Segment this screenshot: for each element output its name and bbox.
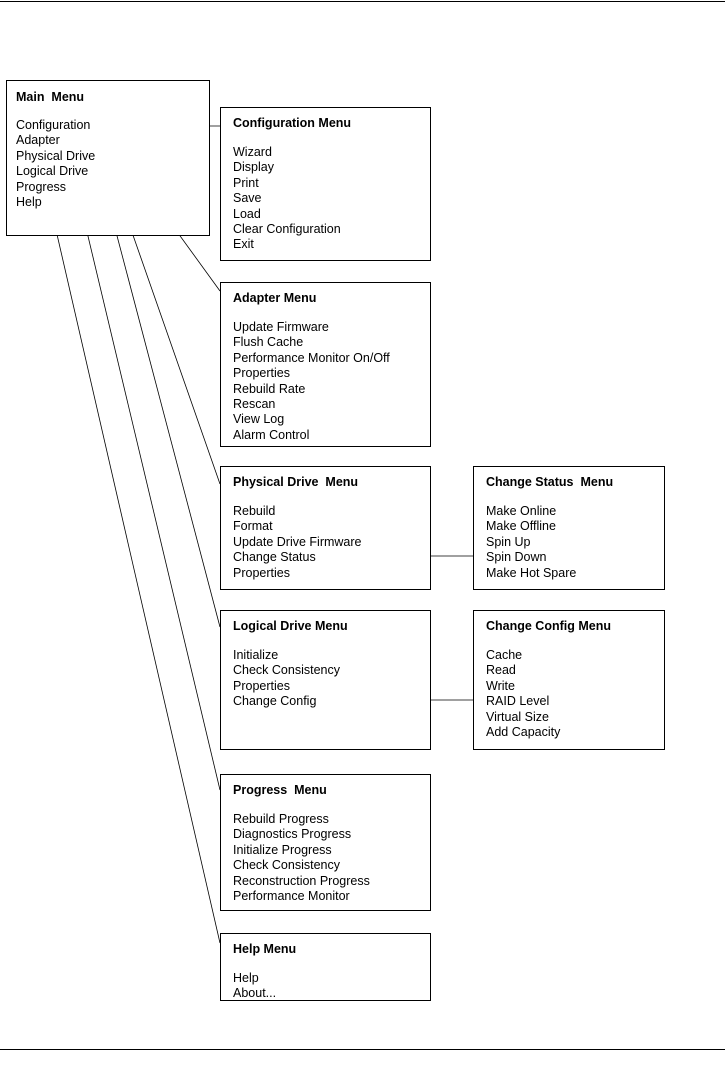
change-config-menu-item-virtual-size[interactable]: Virtual Size <box>486 709 549 724</box>
main-menu-box: Main Menu Configuration Adapter Physical… <box>6 80 210 236</box>
physical-drive-menu-title: Physical Drive Menu <box>233 475 359 489</box>
main-menu-list: Configuration Adapter Physical Drive Log… <box>16 118 199 210</box>
logical-drive-menu-item-properties[interactable]: Properties <box>233 678 290 693</box>
change-config-menu-item-add-capacity[interactable]: Add Capacity <box>486 725 561 740</box>
change-config-menu-title: Change Config Menu <box>486 619 611 633</box>
help-menu-title: Help Menu <box>233 942 297 956</box>
connector-help <box>49 203 221 944</box>
configuration-menu-title: Configuration Menu <box>233 116 352 130</box>
change-config-menu-item-read[interactable]: Read <box>486 663 516 678</box>
change-status-menu-item-spin-down[interactable]: Spin Down <box>486 550 547 565</box>
main-menu-title: Main Menu <box>16 90 85 104</box>
physical-drive-menu-item-change-status[interactable]: Change Status <box>233 550 316 565</box>
progress-menu-title: Progress Menu <box>233 783 327 797</box>
change-status-menu-item-make-hot-spare[interactable]: Make Hot Spare <box>486 565 577 580</box>
adapter-menu-item-alarm-control[interactable]: Alarm Control <box>233 427 310 442</box>
progress-menu-item-performance-monitor[interactable]: Performance Monitor <box>233 889 350 904</box>
logical-drive-menu-title: Logical Drive Menu <box>233 619 348 633</box>
progress-menu-box: Progress Menu Rebuild Progress Diagnosti… <box>220 774 431 911</box>
progress-menu-item-rebuild-progress[interactable]: Rebuild Progress <box>233 812 329 826</box>
configuration-menu-item-clear-configuration[interactable]: Clear Configuration <box>233 222 341 237</box>
physical-drive-menu-item-format[interactable]: Format <box>233 519 273 534</box>
adapter-menu-item-view-log[interactable]: View Log <box>233 412 285 427</box>
physical-drive-menu-item-rebuild[interactable]: Rebuild <box>233 504 276 518</box>
main-menu-item-help[interactable]: Help <box>16 195 42 210</box>
configuration-menu-item-load[interactable]: Load <box>233 206 261 221</box>
change-status-menu-box: Change Status Menu Make Online Make Offl… <box>473 466 665 590</box>
physical-drive-menu-list: Rebuild Format Update Drive Firmware Cha… <box>233 504 420 581</box>
progress-menu-list: Rebuild Progress Diagnostics Progress In… <box>233 812 420 904</box>
connector-logical-drive <box>100 174 221 628</box>
main-menu-item-progress[interactable]: Progress <box>16 179 67 194</box>
help-menu-list: Help About... <box>233 971 420 1002</box>
change-status-menu-item-spin-up[interactable]: Spin Up <box>486 534 531 549</box>
main-menu-item-physical-drive[interactable]: Physical Drive <box>16 148 96 163</box>
change-config-menu-item-cache[interactable]: Cache <box>486 648 523 662</box>
logical-drive-menu-list: Initialize Check Consistency Properties … <box>233 648 420 710</box>
logical-drive-menu-item-check-consistency[interactable]: Check Consistency <box>233 663 340 678</box>
configuration-menu-item-display[interactable]: Display <box>233 160 274 175</box>
connector-progress <box>76 189 221 791</box>
main-menu-item-logical-drive[interactable]: Logical Drive <box>16 164 89 179</box>
progress-menu-item-diagnostics-progress[interactable]: Diagnostics Progress <box>233 827 352 842</box>
adapter-menu-list: Update Firmware Flush Cache Performance … <box>233 320 420 443</box>
change-config-menu-list: Cache Read Write RAID Level Virtual Size… <box>486 648 654 740</box>
physical-drive-menu-item-update-drive-firmware[interactable]: Update Drive Firmware <box>233 534 362 549</box>
adapter-menu-item-rescan[interactable]: Rescan <box>233 397 276 412</box>
help-menu-box: Help Menu Help About... <box>220 933 431 1001</box>
main-menu-item-adapter[interactable]: Adapter <box>16 133 60 148</box>
physical-drive-menu-item-properties[interactable]: Properties <box>233 565 290 580</box>
configuration-menu-box: Configuration Menu Wizard Display Print … <box>220 107 431 261</box>
adapter-menu-item-properties[interactable]: Properties <box>233 366 290 381</box>
change-config-menu-item-raid-level[interactable]: RAID Level <box>486 694 550 709</box>
change-status-menu-title: Change Status Menu <box>486 475 614 489</box>
progress-menu-item-check-consistency[interactable]: Check Consistency <box>233 858 340 873</box>
main-menu-item-configuration[interactable]: Configuration <box>16 118 91 132</box>
adapter-menu-item-rebuild-rate[interactable]: Rebuild Rate <box>233 381 306 396</box>
logical-drive-menu-item-change-config[interactable]: Change Config <box>233 694 317 709</box>
change-status-menu-item-make-online[interactable]: Make Online <box>486 504 557 518</box>
help-menu-item-about[interactable]: About... <box>233 986 277 1001</box>
change-config-menu-box: Change Config Menu Cache Read Write RAID… <box>473 610 665 750</box>
change-status-menu-list: Make Online Make Offline Spin Up Spin Do… <box>486 504 654 581</box>
configuration-menu-item-save[interactable]: Save <box>233 191 262 206</box>
change-config-menu-item-write[interactable]: Write <box>486 678 515 693</box>
progress-menu-item-reconstruction-progress[interactable]: Reconstruction Progress <box>233 873 370 888</box>
logical-drive-menu-item-initialize[interactable]: Initialize <box>233 648 279 662</box>
change-status-menu-item-make-offline[interactable]: Make Offline <box>486 519 556 534</box>
adapter-menu-title: Adapter Menu <box>233 291 317 305</box>
help-menu-item-help[interactable]: Help <box>233 971 259 985</box>
physical-drive-menu-box: Physical Drive Menu Rebuild Format Updat… <box>220 466 431 590</box>
configuration-menu-item-wizard[interactable]: Wizard <box>233 145 272 159</box>
adapter-menu-box: Adapter Menu Update Firmware Flush Cache… <box>220 282 431 447</box>
bottom-rule <box>0 1049 725 1050</box>
configuration-menu-item-exit[interactable]: Exit <box>233 237 254 252</box>
configuration-menu-item-print[interactable]: Print <box>233 175 259 190</box>
adapter-menu-item-flush-cache[interactable]: Flush Cache <box>233 335 304 350</box>
adapter-menu-item-update-firmware[interactable]: Update Firmware <box>233 320 329 334</box>
adapter-menu-item-performance-monitor[interactable]: Performance Monitor On/Off <box>233 350 390 365</box>
configuration-menu-list: Wizard Display Print Save Load Clear Con… <box>233 145 420 253</box>
progress-menu-item-initialize-progress[interactable]: Initialize Progress <box>233 842 332 857</box>
logical-drive-menu-box: Logical Drive Menu Initialize Check Cons… <box>220 610 431 750</box>
top-rule <box>0 1 725 2</box>
